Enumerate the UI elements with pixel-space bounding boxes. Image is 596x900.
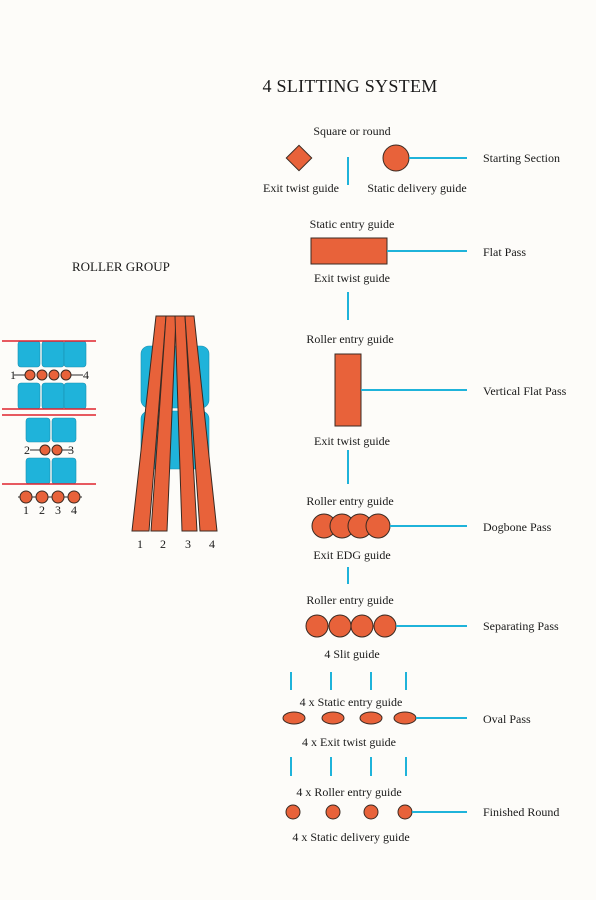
round-billet — [382, 144, 410, 172]
stand-number: 2 — [24, 443, 30, 457]
pass-label-starting: Starting Section — [483, 151, 560, 165]
bundle-number: 4 — [209, 537, 215, 551]
output-number: 3 — [55, 503, 61, 517]
bundle-number: 1 — [137, 537, 143, 551]
pass-label-oval: Oval Pass — [483, 712, 531, 726]
stand-number: 3 — [68, 443, 74, 457]
stand-number: 1 — [10, 368, 16, 382]
dogbone-profile — [311, 513, 391, 539]
guide-label-static-delivery-4x: 4 x Static delivery guide — [292, 830, 410, 844]
guide-label-exit-twist-4x: 4 x Exit twist guide — [302, 735, 396, 749]
pass-label-vertical-flat: Vertical Flat Pass — [483, 384, 567, 398]
pass-label-flat: Flat Pass — [483, 245, 527, 259]
roller-stand-left — [2, 340, 96, 504]
pass-label-dogbone: Dogbone Pass — [483, 520, 552, 534]
output-number: 4 — [71, 503, 77, 517]
guide-label-exit-twist: Exit twist guide — [314, 434, 390, 448]
guide-label-static-delivery: Static delivery guide — [367, 181, 467, 195]
output-number: 1 — [23, 503, 29, 517]
guide-label-exit-twist: Exit twist guide — [263, 181, 339, 195]
guide-label-static-entry: Static entry guide — [309, 217, 395, 231]
pass-label-finished-round: Finished Round — [483, 805, 560, 819]
bundle-number: 2 — [160, 537, 166, 551]
stand-number: 4 — [83, 368, 89, 382]
slit-guide-lines — [290, 672, 407, 690]
guide-label-roller-entry: Roller entry guide — [306, 332, 394, 346]
guide-label-slit: 4 Slit guide — [324, 647, 380, 661]
guide-label-exit-twist: Exit twist guide — [314, 271, 390, 285]
finished-round-profile — [285, 804, 413, 820]
separating-profile — [305, 614, 397, 638]
guide-label-roller-entry: Roller entry guide — [306, 494, 394, 508]
guide-label-square-or-round: Square or round — [313, 124, 391, 138]
square-billet — [285, 144, 313, 172]
guide-label-roller-entry-4x: 4 x Roller entry guide — [296, 785, 402, 799]
splitting-bundle — [131, 315, 218, 532]
guide-label-exit-edg: Exit EDG guide — [313, 548, 391, 562]
oval-profile — [282, 711, 417, 725]
pass-label-separating: Separating Pass — [483, 619, 559, 633]
roller-group-label: ROLLER GROUP — [72, 259, 170, 274]
output-number: 2 — [39, 503, 45, 517]
guide-label-roller-entry: Roller entry guide — [306, 593, 394, 607]
page-title: 4 SLITTING SYSTEM — [262, 76, 438, 96]
bundle-number: 3 — [185, 537, 191, 551]
flat-pass-bar — [310, 237, 388, 265]
guide-label-static-entry-4x: 4 x Static entry guide — [299, 695, 403, 709]
vertical-flat-bar — [334, 353, 362, 427]
roller-entry-lines — [290, 757, 407, 776]
